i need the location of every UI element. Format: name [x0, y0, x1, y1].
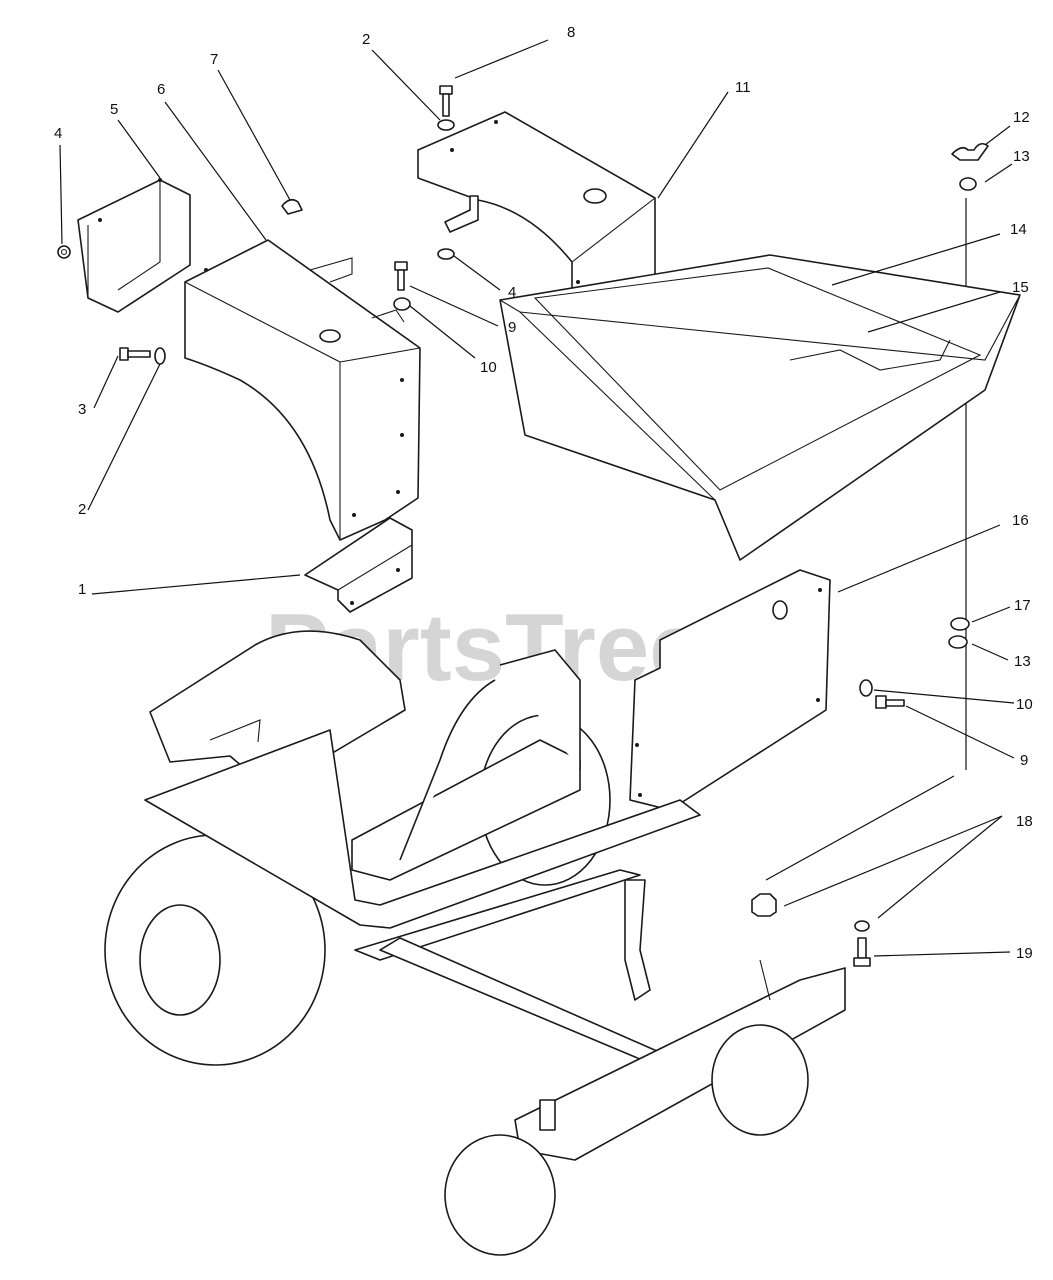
part-4-nut-left: [57, 245, 71, 259]
callout-12: 12: [1013, 109, 1030, 126]
part-5-bracket: [77, 178, 191, 313]
leader-lines: [59, 39, 1015, 957]
part-10-washer-mid: [393, 297, 411, 311]
callout-9-mid: 9: [508, 319, 516, 336]
callout-10-right: 10: [1016, 696, 1033, 713]
part-12-wing-nut: [951, 142, 989, 161]
callout-13-right: 13: [1014, 653, 1031, 670]
callout-labels: 2 8 11 7 6 5 4 12 13 14 15 4 9 10 3 2 16…: [54, 24, 1033, 962]
part-18-nut-b: [854, 920, 870, 932]
callout-13-top: 13: [1013, 148, 1030, 165]
part-13-washer-top: [959, 177, 977, 191]
part-8-bolt: [439, 85, 453, 117]
callout-10-mid: 10: [480, 359, 497, 376]
callout-14: 14: [1010, 221, 1027, 238]
part-1-bracket: [304, 517, 413, 613]
part-9-bolt-mid: [394, 261, 408, 291]
callout-9-right: 9: [1020, 752, 1028, 769]
part-2-washer-left: [154, 347, 166, 365]
callout-18: 18: [1016, 813, 1033, 830]
callout-5: 5: [110, 101, 118, 118]
part-17-washer: [950, 617, 970, 631]
part-14-seat-pan: [499, 254, 1021, 561]
part-2-washer-top: [437, 119, 455, 131]
mower-chassis: [104, 630, 846, 1256]
part-10-washer-right: [859, 679, 873, 697]
callout-6: 6: [157, 81, 165, 98]
part-4-nut-mid: [437, 248, 455, 260]
callout-2-left: 2: [78, 501, 86, 518]
callout-1: 1: [78, 581, 86, 598]
callout-17: 17: [1014, 597, 1031, 614]
part-18-nut-a: [751, 893, 777, 917]
callout-19: 19: [1016, 945, 1033, 962]
callout-4-left: 4: [54, 125, 62, 142]
callout-7: 7: [210, 51, 218, 68]
part-13-washer-right: [948, 635, 968, 649]
part-7-clip: [281, 198, 303, 215]
part-3-bolt: [119, 347, 151, 361]
part-19-bolt: [853, 937, 871, 967]
part-6-fender-left: [184, 239, 421, 541]
lower-axis-line: [765, 775, 955, 881]
callout-11: 11: [735, 79, 751, 96]
callout-3: 3: [78, 401, 86, 418]
callout-16: 16: [1012, 512, 1029, 529]
part-9-bolt-right: [875, 695, 905, 709]
callout-4-mid: 4: [508, 284, 516, 301]
callout-8: 8: [567, 24, 575, 41]
part-15-seat-cushion: [533, 267, 982, 491]
callout-15: 15: [1012, 279, 1029, 296]
callout-2-top: 2: [362, 31, 370, 48]
